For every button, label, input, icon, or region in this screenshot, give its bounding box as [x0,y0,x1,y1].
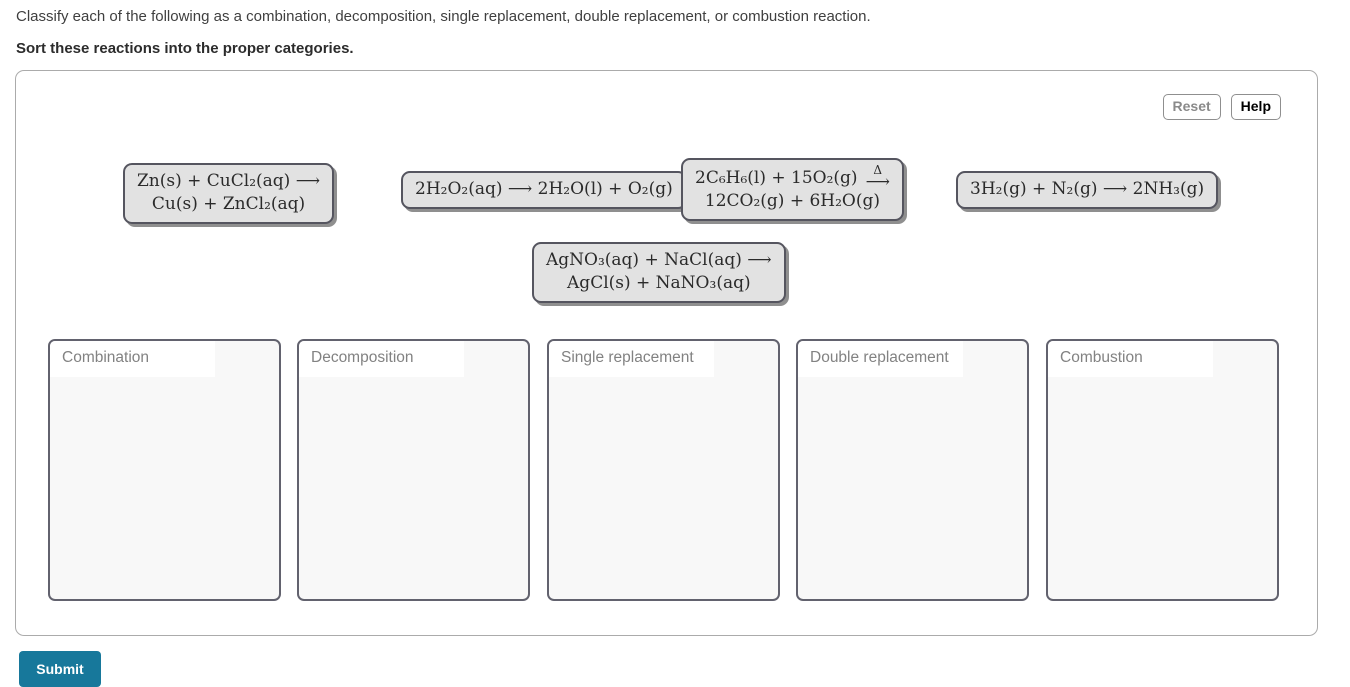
subtitle-text: Sort these reactions into the proper cat… [16,40,354,57]
submit-button[interactable]: Submit [19,651,101,687]
help-button[interactable]: Help [1230,94,1281,120]
reaction-tile-agno3-nacl[interactable]: AgNO₃(aq) + NaCl(aq) ⟶ AgCl(s) + NaNO₃(a… [532,242,786,303]
bin-label: Combination [50,341,215,377]
equation-line: 3H₂(g) + N₂(g) ⟶ 2NH₃(g) [970,179,1205,199]
toolbar: Reset Help [1162,94,1281,120]
reaction-tile-nh3[interactable]: 3H₂(g) + N₂(g) ⟶ 2NH₃(g) [956,171,1219,209]
equation-line: 2H₂O₂(aq) ⟶ 2H₂O(l) + O₂(g) [415,179,673,199]
bin-decomposition[interactable]: Decomposition [297,339,530,601]
instruction-text: Classify each of the following as a comb… [16,8,871,25]
delta-symbol: Δ [873,163,883,177]
reaction-tile-zn-cucl2[interactable]: Zn(s) + CuCl₂(aq) ⟶ Cu(s) + ZnCl₂(aq) [123,163,335,224]
arrow-icon: ⟶ [865,172,890,193]
equation-line: 2C₆H₆(l) + 15O₂(g) Δ ⟶ [695,163,890,193]
equation-line: Cu(s) + ZnCl₂(aq) [151,193,306,214]
bin-label: Single replacement [549,341,714,377]
delta-arrow-icon: Δ ⟶ [865,163,890,193]
equation-line: Zn(s) + CuCl₂(aq) ⟶ [137,171,321,191]
equation-line: AgCl(s) + NaNO₃(aq) [567,272,751,293]
bin-label: Double replacement [798,341,963,377]
bin-double-replacement[interactable]: Double replacement [796,339,1029,601]
bin-combination[interactable]: Combination [48,339,281,601]
bin-label: Decomposition [299,341,464,377]
reset-button[interactable]: Reset [1162,94,1221,120]
reaction-tile-c6h6-combustion[interactable]: 2C₆H₆(l) + 15O₂(g) Δ ⟶ 12CO₂(g) + 6H₂O(g… [681,158,904,221]
equation-line: AgNO₃(aq) + NaCl(aq) ⟶ [546,250,772,270]
equation-reactants: 2C₆H₆(l) + 15O₂(g) [695,167,858,188]
bin-label: Combustion [1048,341,1213,377]
reaction-tile-h2o2[interactable]: 2H₂O₂(aq) ⟶ 2H₂O(l) + O₂(g) [401,171,687,209]
bin-single-replacement[interactable]: Single replacement [547,339,780,601]
equation-line: 12CO₂(g) + 6H₂O(g) [704,190,881,211]
activity-panel: Reset Help Zn(s) + CuCl₂(aq) ⟶ Cu(s) + Z… [15,70,1318,636]
bin-combustion[interactable]: Combustion [1046,339,1279,601]
